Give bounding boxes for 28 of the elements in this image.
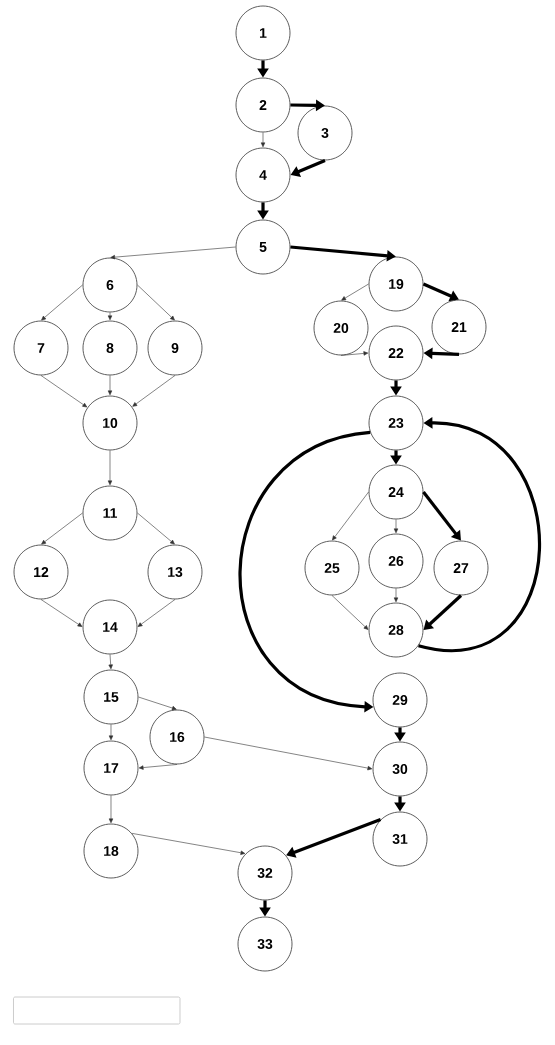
arrow — [137, 284, 175, 321]
arrow — [41, 284, 83, 321]
arrow — [286, 818, 382, 858]
arrow — [332, 491, 369, 541]
arrow — [132, 375, 176, 407]
arrow — [107, 450, 113, 486]
arrow — [138, 696, 177, 711]
arrow — [107, 312, 113, 321]
arrow — [108, 654, 113, 670]
arrow — [40, 599, 83, 627]
arrow — [204, 736, 373, 771]
arrow — [137, 512, 175, 545]
arrow — [107, 375, 113, 396]
arrow — [331, 595, 369, 630]
arrow — [41, 512, 83, 545]
arrow — [131, 833, 246, 855]
arrow — [110, 246, 236, 260]
arrow — [423, 594, 463, 630]
arrow — [393, 519, 399, 534]
arrow — [260, 132, 266, 148]
arrow — [108, 724, 114, 741]
arrow — [341, 283, 369, 301]
arrow — [108, 795, 114, 824]
arrow — [393, 588, 399, 603]
arrow — [40, 375, 88, 408]
arrow — [340, 351, 369, 356]
arrow — [137, 599, 176, 627]
arrow — [138, 764, 178, 770]
